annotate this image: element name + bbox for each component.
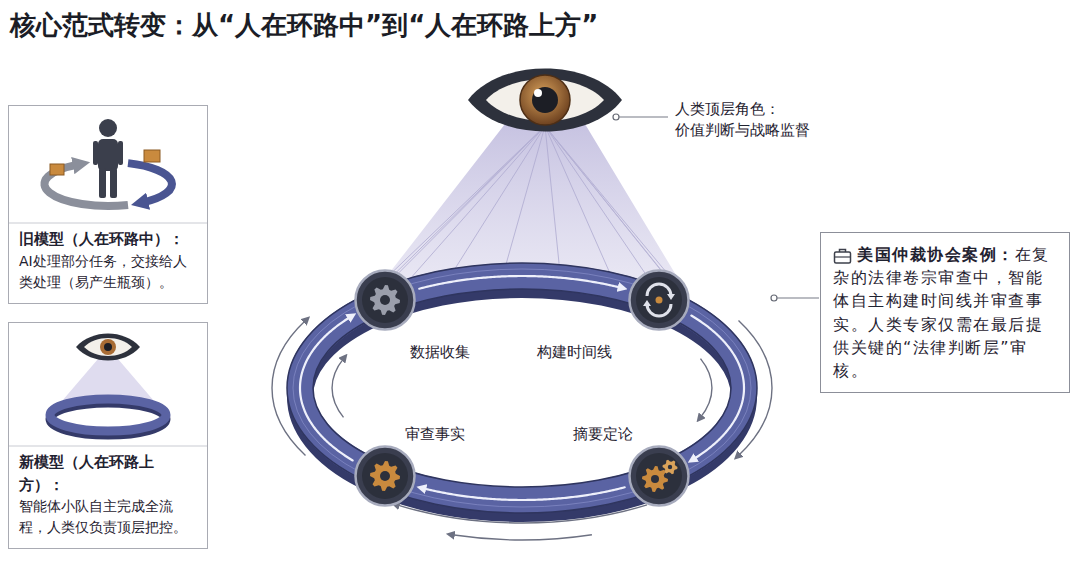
node-inner xyxy=(636,453,682,499)
process-node: 审查事实 xyxy=(354,445,416,507)
cone-ray xyxy=(545,126,616,287)
eye-white xyxy=(84,338,132,356)
cycle-head xyxy=(643,300,651,306)
node-shape xyxy=(628,269,690,331)
task-box xyxy=(50,164,64,175)
briefcase-strap xyxy=(835,256,851,257)
ring-outer-edge xyxy=(287,263,757,513)
model-panel: 旧模型（人在环路中）：AI处理部分任务，交接给人类处理（易产生瓶颈）。 xyxy=(8,105,208,304)
flow-arrow xyxy=(424,487,624,500)
person-arm xyxy=(93,141,98,165)
cone-ray xyxy=(446,126,545,283)
eye-pupil xyxy=(104,343,112,351)
motion-arrows xyxy=(272,321,772,540)
case-heading: 美国仲裁协会案例： xyxy=(857,245,1015,264)
person-leg xyxy=(110,168,117,198)
title-holder: 核心范式转变：从“人在环路中”到“人在环路上方” xyxy=(10,8,598,43)
node-inner xyxy=(636,277,682,323)
person-arm xyxy=(118,141,123,165)
leader-dot xyxy=(771,295,777,301)
node-shape xyxy=(354,445,416,507)
label-holder: 价值判断与战略监督 xyxy=(675,120,810,140)
gear-hole xyxy=(380,471,390,481)
eye-glint xyxy=(534,89,542,97)
leader-dot xyxy=(613,114,619,120)
briefcase-icon xyxy=(833,247,853,265)
gear-hole xyxy=(651,475,659,483)
person-body xyxy=(98,139,118,171)
panel-heading: 旧模型（人在环路中）： xyxy=(19,228,197,251)
panel-heading: 新模型（人在环路上方）： xyxy=(19,451,197,496)
person-head xyxy=(99,119,117,137)
case-body: 在复杂的法律卷宗审查中，智能体自主构建时间线并审查事实。人类专家仅需在最后提供关… xyxy=(833,245,1050,380)
case-text: 美国仲裁协会案例：在复杂的法律卷宗审查中，智能体自主构建时间线并审查事实。人类专… xyxy=(833,243,1057,382)
leader-line xyxy=(777,297,819,298)
process-node: 构建时间线 xyxy=(628,269,690,331)
cycle-dot xyxy=(655,296,662,303)
model-panel: 新模型（人在环路上方）：智能体小队自主完成全流程，人类仅负责顶层把控。 xyxy=(8,322,208,549)
view-cone xyxy=(300,124,744,388)
page-title: 核心范式转变：从“人在环路中”到“人在环路上方” xyxy=(10,8,598,43)
eye-pupil xyxy=(532,87,558,113)
step-label: 审查事实 xyxy=(405,425,465,443)
ring-band xyxy=(50,399,166,431)
node-disc xyxy=(629,447,688,506)
gear-hole xyxy=(380,295,390,305)
panel-divider xyxy=(9,223,207,224)
briefcase-body xyxy=(835,252,851,263)
flow-arrow xyxy=(419,276,619,289)
motion-arrow xyxy=(701,359,712,418)
ring-band xyxy=(300,276,744,500)
eye-frame xyxy=(468,69,622,132)
briefcase-handle xyxy=(840,250,846,253)
step-label: 构建时间线 xyxy=(537,343,612,361)
cycle-head xyxy=(667,294,675,300)
label-holder: 人类顶层角色： xyxy=(675,99,780,119)
panel-body: AI处理部分任务，交接给人类处理（易产生瓶颈）。 xyxy=(19,251,197,293)
gear-icon xyxy=(642,466,668,492)
panel-icon xyxy=(9,323,207,447)
case-note: 美国仲裁协会案例：在复杂的法律卷宗审查中，智能体自主构建时间线并审查事实。人类专… xyxy=(820,232,1070,393)
flow-arrow xyxy=(691,316,744,459)
cone-rays xyxy=(303,126,740,369)
eye-iris xyxy=(520,75,570,125)
callout-label: 价值判断与战略监督 xyxy=(675,120,810,140)
cone-ray xyxy=(503,126,545,276)
panel-body: 智能体小队自主完成全流程，人类仅负责顶层把控。 xyxy=(19,496,197,538)
motion-arrow xyxy=(332,359,343,418)
panel-divider xyxy=(9,446,207,447)
motion-arrow xyxy=(452,535,592,540)
gear-icon xyxy=(662,460,677,474)
step-label: 摘要定论 xyxy=(573,425,633,443)
motion-arrow xyxy=(397,505,647,523)
panel-icon xyxy=(9,106,207,224)
cone-ray xyxy=(545,126,561,278)
task-box xyxy=(144,150,160,162)
gear-hole xyxy=(667,465,671,469)
gear-icon xyxy=(370,285,400,315)
node-shape xyxy=(354,269,416,331)
process-node: 摘要定论 xyxy=(628,445,690,507)
node-shape xyxy=(628,445,690,507)
handoff-arrow xyxy=(128,163,172,202)
node-disc xyxy=(356,270,415,329)
node-disc xyxy=(356,447,415,506)
flow-arrow xyxy=(300,318,353,461)
gear-icon xyxy=(370,461,400,491)
node-disc xyxy=(629,270,688,329)
eye-frame xyxy=(76,334,140,361)
node-inner xyxy=(362,277,408,323)
eye-iris xyxy=(100,339,116,355)
process-node: 数据收集 xyxy=(354,269,416,331)
leader-line xyxy=(619,116,668,117)
step-label: 数据收集 xyxy=(410,343,470,361)
callout-label: 人类顶层角色： xyxy=(675,99,780,119)
ring-highlight xyxy=(293,269,751,507)
handoff-arrow xyxy=(44,165,128,206)
person-leg xyxy=(99,168,106,198)
node-inner xyxy=(362,453,408,499)
